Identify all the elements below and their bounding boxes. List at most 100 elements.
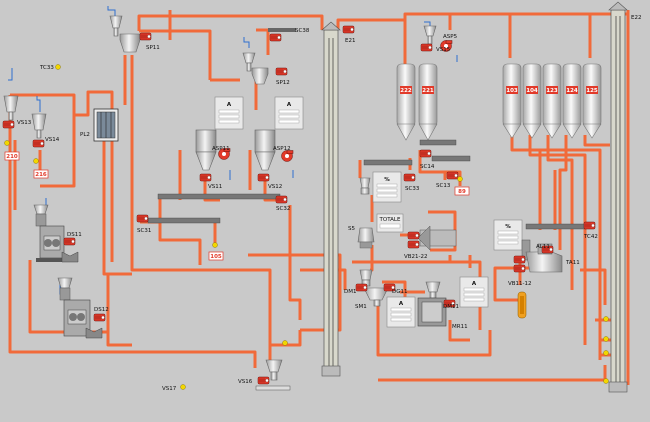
svg-text:105: 105 — [210, 254, 222, 260]
svg-text:SC33: SC33 — [405, 186, 420, 192]
cyclone-asp11[interactable]: ASP11 VS11 — [195, 129, 231, 190]
conveyor-sc14[interactable]: SC14 — [419, 139, 457, 170]
plansifter-pl2[interactable]: PL2 — [80, 108, 119, 142]
conveyor-sc31[interactable]: SC31 — [136, 214, 221, 234]
value-216: 216 — [33, 169, 49, 179]
svg-text:A: A — [472, 281, 477, 287]
value-105: 105 — [208, 251, 224, 261]
svg-text:E22: E22 — [631, 15, 641, 21]
scale-s5[interactable]: S5 — [348, 226, 375, 249]
conveyor-sc13[interactable]: SC13 — [431, 155, 471, 189]
roller-mill-ds12[interactable]: DS12 — [57, 277, 109, 339]
silo-104[interactable]: 104 — [522, 63, 542, 139]
sensor-icon — [603, 378, 609, 384]
svg-text:A: A — [287, 102, 292, 108]
panel-totale: TOTALE — [376, 213, 404, 233]
svg-text:TA11: TA11 — [565, 260, 580, 266]
value-210: 210 — [4, 151, 20, 161]
svg-text:DS12: DS12 — [94, 307, 109, 313]
silo-123[interactable]: 123 — [542, 63, 562, 139]
svg-text:ASP12: ASP12 — [273, 146, 291, 152]
svg-text:SM1: SM1 — [355, 304, 367, 310]
svg-text:ASP11: ASP11 — [212, 146, 230, 152]
elevator-e22[interactable] — [608, 1, 628, 393]
svg-text:A: A — [227, 102, 232, 108]
silo-221[interactable]: 221 — [418, 63, 438, 141]
sensor-icon — [603, 316, 609, 322]
vessel-vs13[interactable]: VS13 — [2, 95, 32, 129]
svg-text:DM11: DM11 — [443, 304, 459, 310]
svg-text:%: % — [384, 177, 390, 183]
vessel-vs16[interactable]: VS16 — [238, 359, 291, 391]
svg-text:VB21-22: VB21-22 — [404, 254, 428, 260]
svg-text:VS11: VS11 — [208, 184, 222, 190]
panel-a-3: A — [386, 296, 416, 328]
conveyor-sc33[interactable]: SC33 — [363, 159, 420, 192]
svg-text:ASP5: ASP5 — [443, 34, 458, 40]
sensor-icon — [457, 176, 463, 182]
sensor-icon — [33, 158, 39, 164]
cyclone-asp12[interactable]: ASP12 VS12 — [254, 129, 294, 190]
conveyor-sc32[interactable]: SC32 — [157, 193, 290, 212]
sensor-icon — [603, 336, 609, 342]
silo-125[interactable]: 125 — [582, 63, 602, 139]
svg-text:VS14: VS14 — [45, 137, 60, 143]
hopper-scale[interactable] — [359, 177, 371, 195]
panel-a-1: A — [214, 96, 244, 130]
value-89: 89 — [454, 186, 470, 196]
mixer-vb21-22[interactable]: VB21-22 — [404, 225, 457, 260]
svg-text:216: 216 — [35, 172, 47, 178]
mill-sm1[interactable]: DM1 DG11 SM1 — [344, 269, 408, 310]
svg-text:221: 221 — [422, 88, 434, 94]
elevator-e21[interactable] — [321, 21, 341, 377]
svg-text:222: 222 — [400, 88, 412, 94]
sifter-sp11[interactable]: SP11 — [109, 15, 160, 53]
svg-text:VB11-12: VB11-12 — [508, 281, 532, 287]
svg-text:DS11: DS11 — [67, 232, 82, 238]
svg-text:TC33: TC33 — [39, 65, 54, 71]
svg-text:SP12: SP12 — [276, 80, 290, 86]
svg-text:89: 89 — [458, 189, 466, 195]
panel-pct-2: % — [493, 219, 523, 251]
svg-text:VS13: VS13 — [17, 120, 32, 126]
conveyor-tc42[interactable]: TC42 — [525, 221, 598, 240]
vessel-vs14[interactable]: VS14 — [31, 113, 60, 148]
sensor-icon — [282, 340, 288, 346]
sensor-icon — [4, 140, 10, 146]
svg-text:%: % — [505, 224, 511, 230]
svg-text:104: 104 — [526, 88, 538, 94]
panel-a-4: A — [459, 276, 489, 308]
svg-text:124: 124 — [566, 88, 578, 94]
svg-text:SC38: SC38 — [295, 28, 310, 34]
svg-text:E21: E21 — [345, 38, 355, 44]
svg-text:VS16: VS16 — [238, 379, 253, 385]
svg-text:DG11: DG11 — [392, 289, 408, 295]
svg-text:SC13: SC13 — [436, 183, 451, 189]
panel-a-2: A — [274, 96, 304, 130]
svg-text:SC31: SC31 — [137, 228, 151, 234]
panel-pct-1: % — [372, 171, 402, 203]
svg-text:SC14: SC14 — [420, 164, 435, 170]
asp5-filter[interactable]: ASP5 VS15 — [420, 25, 458, 53]
roller-mill-ds11[interactable]: DS11 — [33, 204, 82, 263]
label-e22: E22 — [631, 15, 641, 21]
svg-text:TC42: TC42 — [583, 234, 598, 240]
svg-text:PL2: PL2 — [80, 132, 90, 138]
svg-text:SC32: SC32 — [276, 206, 290, 212]
silo-124[interactable]: 124 — [562, 63, 582, 139]
svg-text:103: 103 — [506, 88, 518, 94]
svg-text:VS15: VS15 — [436, 47, 451, 53]
svg-text:AL11: AL11 — [536, 244, 550, 250]
svg-text:123: 123 — [546, 88, 558, 94]
svg-text:TOTALE: TOTALE — [379, 217, 401, 223]
sensor-icon — [212, 242, 218, 248]
machine-al11-ta11[interactable]: AL11 TA11 VB11-12 — [508, 239, 580, 287]
mill-mr11[interactable]: DM11 MR11 — [417, 281, 468, 330]
motor-e21[interactable]: E21 — [342, 25, 355, 44]
sifter-sp12[interactable]: SP12 — [242, 52, 290, 86]
conveyor-sc38[interactable]: SC38 — [268, 28, 310, 42]
svg-text:DM1: DM1 — [344, 289, 356, 295]
silo-103[interactable]: 103 — [502, 63, 522, 139]
silo-222[interactable]: 222 — [396, 63, 416, 141]
